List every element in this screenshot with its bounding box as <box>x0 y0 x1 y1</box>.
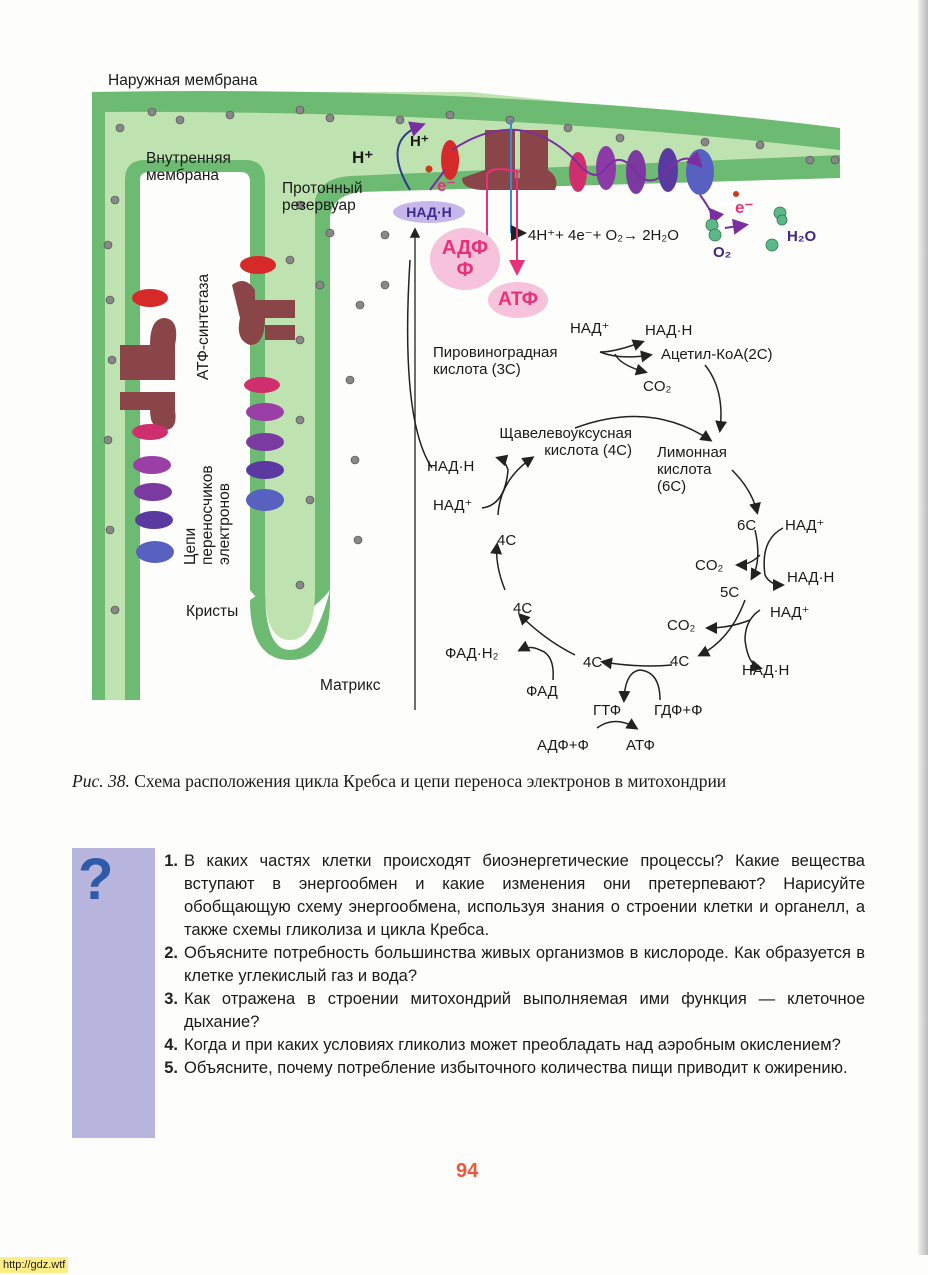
question-text: Объясните, почему потребление избыточног… <box>184 1059 848 1077</box>
atp-badge: АТФ <box>488 282 548 318</box>
krebs-co2-1: CO₂ <box>643 378 672 395</box>
krebs-6c: 6С <box>737 517 757 534</box>
krebs-4c-a: 4С <box>670 653 690 670</box>
krebs-nadh: НАД·H <box>645 322 693 339</box>
krebs-4c-c: 4С <box>513 600 533 617</box>
question-number: 2. <box>164 944 178 962</box>
caption-text: Схема расположения цикла Кребса и цепи п… <box>134 771 727 791</box>
adp-text: АДФ <box>441 237 489 259</box>
electron-label-2: e⁻ <box>735 198 754 217</box>
question-item: 2. Объясните потребность большинства живы… <box>120 942 865 988</box>
question-text: Когда и при каких условиях гликолиз може… <box>184 1036 841 1054</box>
page-edge <box>918 0 928 1255</box>
krebs-4c-b: 4С <box>583 654 603 671</box>
crista-interior <box>140 172 840 760</box>
krebs-arrows <box>406 259 785 730</box>
krebs-fadh2: ФАД·H₂ <box>445 645 499 662</box>
krebs-nad-plus: НАД⁺ <box>570 320 610 337</box>
oxygen-label: O₂ <box>713 244 732 261</box>
krebs-nad-plus-2: НАД⁺ <box>785 517 825 534</box>
outer-membrane-label: Наружная мембрана <box>108 72 258 89</box>
krebs-nadh-2: НАД·H <box>787 569 835 586</box>
citric-acid: Лимонная кислота (6С) <box>657 444 727 495</box>
nadh-badge: НАД·H <box>393 201 465 223</box>
krebs-nad-plus-left: НАД⁺ <box>433 497 473 514</box>
water-equation: 4H⁺+ 4e⁻+ O₂→ 2H₂O <box>528 227 679 244</box>
krebs-co2-2: CO₂ <box>695 557 724 574</box>
questions-list: 1. В каких частях клетки происходят биоэн… <box>120 850 865 1080</box>
cristae-label: Кристы <box>186 603 239 620</box>
question-mark-icon: ? <box>78 847 114 912</box>
acetyl-coa: Ацетил-КоА(2С) <box>661 346 773 363</box>
nadh-text: НАД·H <box>406 204 452 220</box>
question-text: Объясните потребность большинства живых … <box>184 944 865 985</box>
atp-text: АТФ <box>498 289 538 310</box>
krebs-gtp: ГТФ <box>593 702 622 719</box>
proton-dots <box>103 105 840 615</box>
question-number: 5. <box>164 1059 178 1077</box>
question-number: 1. <box>164 852 178 870</box>
matrix-label: Матрикс <box>320 677 381 694</box>
right-carriers <box>232 256 295 511</box>
question-item: 3. Как отражена в строении митохондрий вы… <box>120 988 865 1034</box>
krebs-nadh-left: НАД·H <box>427 458 475 475</box>
krebs-adp: АДФ+Ф <box>537 737 589 754</box>
krebs-nadh-3: НАД·H <box>742 662 790 679</box>
oxaloacetic-acid: Щавелевоуксусная кислота (4С) <box>499 425 632 459</box>
krebs-gdp: ГДФ+Ф <box>654 702 703 719</box>
watermark-link[interactable]: http://gdz.wtf <box>0 1257 69 1273</box>
question-text: Как отражена в строении митохондрий выпо… <box>184 990 865 1031</box>
question-text: В каких частях клетки происходят биоэнер… <box>184 852 865 939</box>
questions-sidebar <box>72 848 155 1138</box>
question-item: 5. Объясните, почему потребление избыточн… <box>120 1057 865 1080</box>
pyruvic-acid: Пировиноградная кислота (3С) <box>433 344 558 378</box>
krebs-co2-3: CO₂ <box>667 617 696 634</box>
krebs-atp: АТФ <box>626 737 655 754</box>
figure-caption: Рис. 38. Схема расположения цикла Кребса… <box>72 770 872 792</box>
krebs-5c: 5С <box>720 584 740 601</box>
electron-chains-label: Цепи переносчиков электронов <box>182 465 233 565</box>
page-number: 94 <box>456 1160 479 1182</box>
water-label: H₂O <box>787 228 817 245</box>
question-number: 4. <box>164 1036 178 1054</box>
question-item: 1. В каких частях клетки происходят биоэн… <box>120 850 865 942</box>
question-number: 3. <box>164 990 178 1008</box>
krebs-fad: ФАД <box>526 683 558 700</box>
inner-membrane-label: Внутренняя мембрана <box>146 150 231 184</box>
top-chain <box>396 120 788 710</box>
h-plus-label: H⁺ <box>352 148 374 167</box>
proton-reservoir-label: Протонный резервуар <box>282 180 363 214</box>
krebs-nad-plus-3: НАД⁺ <box>770 604 810 621</box>
electron-label: e⁻ <box>437 176 456 195</box>
caption-label: Рис. 38. <box>72 771 130 791</box>
phosphate-text: Ф <box>456 259 474 281</box>
mitochondria-diagram <box>92 91 840 760</box>
h-plus-label-2: H⁺ <box>410 133 429 150</box>
atp-synthase-label: АТФ-синтетаза <box>195 273 212 380</box>
left-carriers <box>120 289 177 563</box>
question-item: 4. Когда и при каких условиях гликолиз мо… <box>120 1034 865 1057</box>
krebs-4c-d: 4С <box>497 532 517 549</box>
